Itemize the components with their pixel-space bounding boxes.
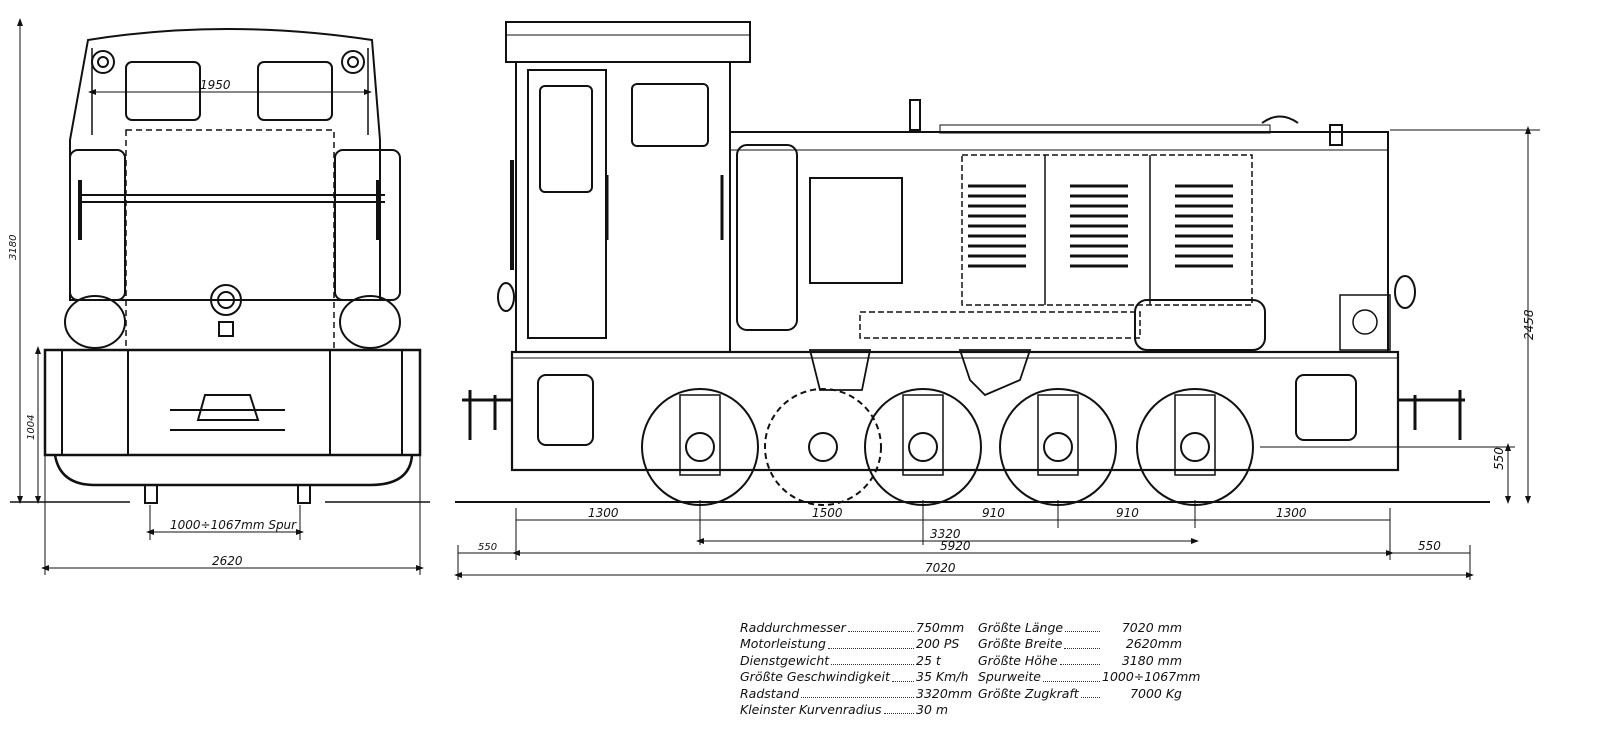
spec-row: Radstand 3320mm Größte Zugkraft 7000 Kg (740, 686, 1220, 702)
spec-value: 3180 mm (1121, 652, 1182, 668)
side-dim-5920: 5920 (940, 539, 971, 553)
side-dim-height: 2458 (1522, 309, 1536, 340)
front-buffer-beam (43, 348, 422, 457)
side-headlamp-left (497, 282, 515, 312)
front-window-right (257, 61, 333, 121)
side-view (454, 21, 1540, 580)
front-dim-height-total: 3180 (8, 235, 19, 260)
side-wheel-3 (864, 388, 982, 506)
side-frame (510, 350, 1400, 472)
front-center-lamp (210, 284, 242, 316)
spec-value: 2620mm (1125, 636, 1182, 652)
spec-value: 3320mm (916, 685, 973, 701)
spec-label: Motorleistung (740, 636, 826, 652)
front-window-left (125, 61, 201, 121)
side-headlamp-right (1394, 275, 1416, 309)
side-buffer-left (462, 390, 512, 440)
side-dim-wheel-center: 550 (1492, 447, 1506, 470)
spec-row: Raddurchmesser 750mm Größte Länge 7020 m… (740, 620, 1220, 636)
front-headlamp-right (339, 295, 401, 349)
side-louvres (968, 184, 1233, 268)
side-hood (729, 131, 1389, 353)
side-wheel-4 (999, 388, 1117, 506)
front-dim-height-buffer: 1004 (26, 415, 37, 440)
side-dim-overhang-right: 550 (1418, 539, 1441, 553)
front-cab-outline (69, 28, 381, 301)
spec-value: 750mm (916, 620, 965, 635)
side-dim-overhang-left: 550 (478, 542, 497, 553)
spec-label: Spurweite (978, 669, 1041, 685)
front-dim-width-total: 2620 (212, 554, 243, 568)
spec-label: Radstand (740, 685, 800, 701)
spec-value: 7020 mm (1121, 620, 1182, 635)
front-hood (125, 129, 335, 351)
side-dim-total-length: 7020 (925, 561, 956, 575)
spec-row: Größte Geschwindigkeit 35 Km/h Spurweite… (740, 669, 1220, 685)
spec-label: Größte Geschwindigkeit (740, 669, 890, 685)
front-coupler (196, 394, 260, 421)
front-headlamp-left (64, 295, 126, 349)
spec-label: Raddurchmesser (740, 620, 846, 635)
front-lamp-top-left (91, 50, 115, 74)
spec-value: 200 PS (916, 636, 960, 652)
side-cab (515, 61, 731, 353)
spec-row: Motorleistung 200 PS Größte Breite 2620m… (740, 636, 1220, 652)
side-buffer-right (1398, 390, 1465, 440)
side-dim-wheelbase-2: 1500 (812, 506, 843, 520)
side-dim-wheelbase-4: 910 (1116, 506, 1139, 520)
front-dim-width-top: 1950 (200, 78, 231, 92)
side-dim-3320: 3320 (930, 527, 961, 541)
spec-label: Größte Länge (978, 620, 1064, 635)
spec-value: 30 m (916, 702, 949, 718)
spec-row: Kleinster Kurvenradius 30 m (740, 702, 1220, 718)
side-hood-door (809, 177, 903, 284)
side-fuel-tank (736, 144, 798, 331)
front-dim-gauge: 1000÷1067mm Spur (170, 518, 297, 532)
front-lamp-top-right (341, 50, 365, 74)
side-cab-roof (505, 21, 751, 63)
spec-value: 25 t (916, 652, 941, 668)
side-wheel-5 (1136, 388, 1254, 506)
spec-row: Dienstgewicht 25 t Größte Höhe 3180 mm (740, 653, 1220, 669)
side-dim-wheelbase-3: 910 (982, 506, 1005, 520)
spec-label: Größte Höhe (978, 652, 1058, 668)
side-cab-window (631, 83, 709, 147)
spec-table: Raddurchmesser 750mm Größte Länge 7020 m… (740, 620, 1220, 718)
spec-label: Dienstgewicht (740, 652, 830, 668)
side-dim-wheelbase-1: 1300 (588, 506, 619, 520)
side-wheel-1 (641, 388, 759, 506)
spec-value: 35 Km/h (916, 669, 969, 685)
spec-label: Kleinster Kurvenradius (740, 702, 882, 718)
spec-value: 7000 Kg (1130, 685, 1182, 701)
spec-label: Größte Breite (978, 636, 1063, 652)
spec-value: 1000÷1067mm (1102, 669, 1201, 685)
spec-label: Größte Zugkraft (978, 685, 1079, 701)
side-wheel-2 (764, 388, 882, 506)
front-view (10, 18, 430, 575)
side-dim-wheelbase-5: 1300 (1276, 506, 1307, 520)
